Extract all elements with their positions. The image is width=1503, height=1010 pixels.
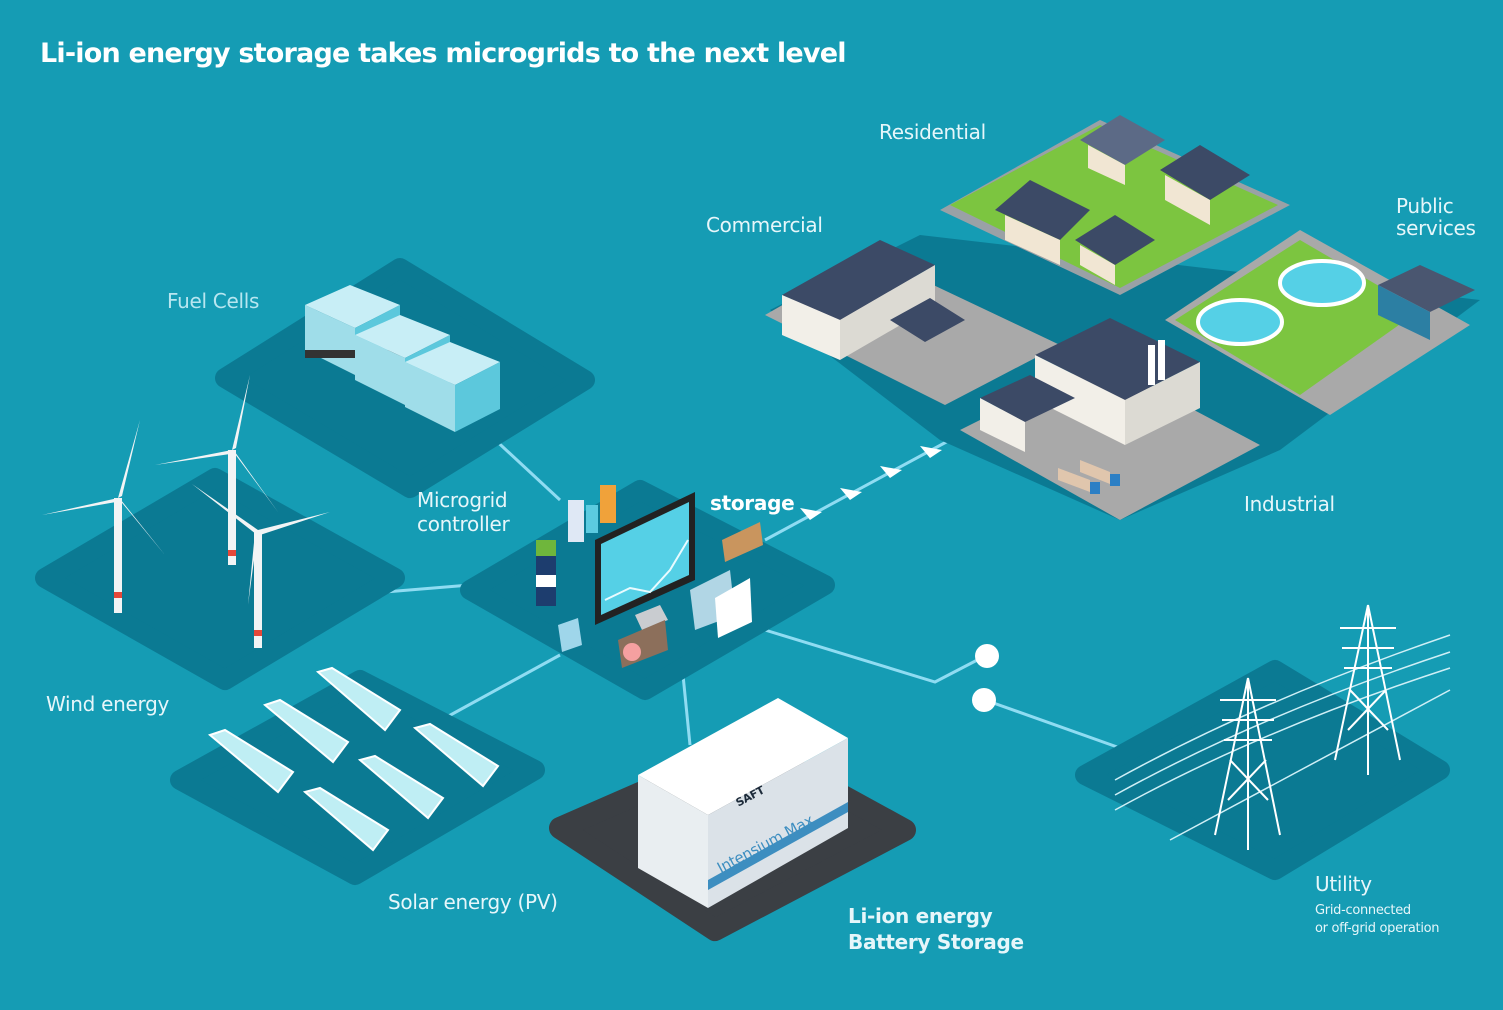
junction-node (972, 688, 996, 712)
solar-panel (315, 666, 402, 732)
residential-block (940, 115, 1290, 295)
loads-platform (765, 115, 1480, 520)
truck-icon (1058, 468, 1100, 494)
fuel-cells-label: Fuel Cells (167, 289, 260, 313)
truck-icon (1080, 460, 1120, 486)
wind-platform (35, 375, 405, 690)
battery-container (638, 698, 848, 908)
fuel-cells-platform (215, 258, 595, 498)
arrow-icon (800, 508, 822, 520)
controller-label-line2: controller (417, 512, 510, 536)
arrow-icon (840, 488, 862, 500)
documents-icon (690, 570, 752, 638)
page-title: Li-ion energy storage takes microgrids t… (40, 38, 846, 69)
fuel-cell-unit (405, 342, 500, 432)
house-icon (995, 180, 1090, 265)
water-tank (1278, 259, 1366, 307)
solar-panel (357, 754, 445, 820)
controller-label-line1: Microgrid (417, 488, 508, 512)
battery-platform (549, 698, 916, 941)
wind-turbine (42, 420, 165, 613)
link-battery-controller (681, 674, 692, 746)
widget-icon (536, 540, 556, 606)
public-services-block (1165, 230, 1475, 415)
solar-panel (302, 786, 390, 852)
solar-platform (170, 666, 545, 885)
utility-sub-line1: Grid-connected (1315, 903, 1411, 918)
solar-energy-label: Solar energy (PV) (388, 890, 558, 914)
industrial-block (960, 318, 1260, 520)
house-icon (1080, 115, 1165, 185)
commercial-label: Commercial (706, 213, 823, 237)
junction-node (975, 644, 999, 668)
wind-turbine (155, 375, 278, 565)
battery-storage-label: Li-ion energy Battery Storage (848, 903, 1024, 955)
utility-sublabel: Grid-connected or off-grid operation (1315, 902, 1440, 938)
connection-lines (384, 433, 1121, 750)
transmission-tower-icon (1334, 604, 1401, 775)
arrow-icon (880, 466, 902, 478)
link-controller-utility (764, 628, 986, 684)
flow-arrows (800, 446, 942, 520)
link-solar-controller (444, 653, 561, 720)
bar-chart-icon (568, 485, 616, 542)
list-card-icon (558, 618, 582, 652)
public-label-line2: services (1396, 216, 1476, 240)
wind-energy-label: Wind energy (46, 692, 170, 716)
utility-sub-line2: or off-grid operation (1315, 921, 1440, 936)
industrial-label: Industrial (1244, 492, 1335, 516)
battery-label-line1: Li-ion energy (848, 904, 993, 928)
controller-platform (460, 480, 835, 700)
house-icon (1160, 145, 1250, 225)
water-tank (1196, 298, 1284, 346)
public-services-label: Public services (1396, 195, 1476, 239)
solar-panel (207, 728, 295, 794)
house-icon (1075, 215, 1155, 285)
wind-turbine (192, 484, 330, 648)
residential-label: Residential (879, 120, 986, 144)
pie-chart-card-icon (618, 620, 668, 668)
commercial-block (765, 240, 1060, 405)
arrow-icon (920, 446, 942, 458)
link-fuelcells-controller (488, 433, 562, 502)
utility-platform (1075, 604, 1451, 880)
public-label-line1: Public (1396, 194, 1454, 218)
monitor-icon (595, 492, 695, 630)
storage-tag-label: storage (710, 491, 795, 515)
link-controller-loads (764, 438, 951, 542)
transmission-tower-icon (1214, 677, 1281, 850)
storage-card-icon (722, 522, 763, 562)
utility-label: Utility (1315, 872, 1372, 896)
solar-panel (412, 722, 500, 788)
link-utility (984, 698, 1121, 750)
solar-panel (262, 698, 350, 764)
link-wind-controller (384, 583, 471, 594)
microgrid-controller-label: Microgrid controller (417, 488, 510, 536)
battery-label-line2: Battery Storage (848, 930, 1024, 954)
